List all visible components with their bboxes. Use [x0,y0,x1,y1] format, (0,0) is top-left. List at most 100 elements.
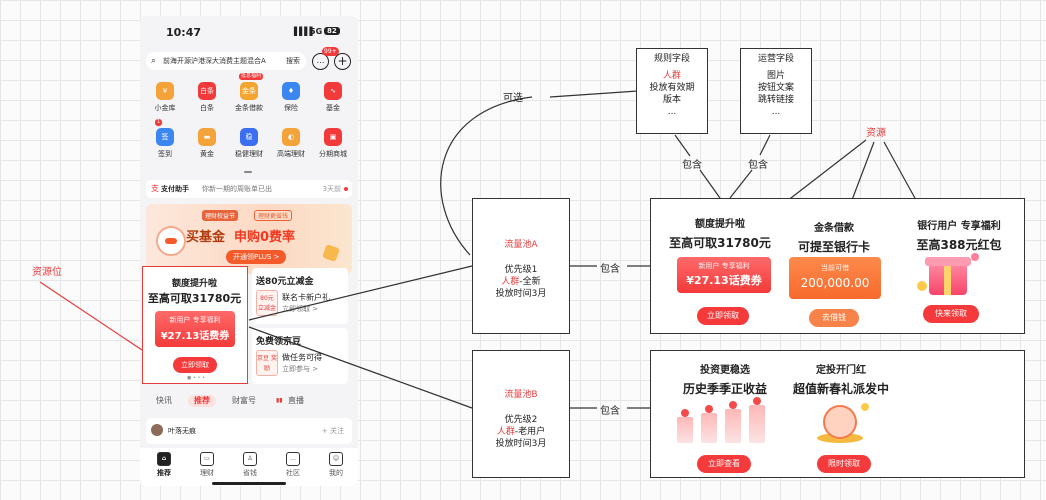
grid-item[interactable]: ∿基金 [312,78,354,122]
rule-fields-box: 规则字段 人群 投放有效期 版本 ... [636,48,708,134]
grid-item-label: 黄金 [200,150,214,158]
rule-field-more: ... [667,107,677,117]
slot-subheadline: 至高可取31780元 [147,292,242,305]
side-card-line1: 做任务可得 [282,353,322,362]
tab-3[interactable]: ♙省钱 [230,452,270,478]
gold-bar-icon: ▬ [198,128,216,146]
status-time: 10:47 [166,26,202,39]
grid-item-badge: 1 [155,119,163,126]
plus-icon: + [337,54,348,68]
home-icon: ⌂ [157,452,171,466]
gift-claim-button[interactable]: 快来领取 [923,305,979,323]
ops-contains-upper [759,134,771,156]
add-button[interactable]: + [334,53,351,70]
tab-4[interactable]: …社区 [273,452,313,478]
side-card-cashback[interactable]: 送80元立减金 80元 立减金 联名卡新户礼 立即领取 > [252,268,348,324]
pool-b-crowd-value: -老用户 [514,427,546,437]
slot-claim-button[interactable]: 立即领取 [173,357,217,373]
borrow-button[interactable]: 去借钱 [809,309,859,327]
fund-chart-icon: ∿ [324,82,342,100]
rule-field-version: 版本 [662,95,681,105]
grid-item-label: 分期商城 [319,150,347,158]
resource-card-credit: 额度提升啦 至高可取31780元 [665,215,775,251]
pool-a-crowd: 人群 [501,277,520,287]
side-card-thumb: 京豆 奖励 [256,350,278,376]
search-bar[interactable]: ⌕ 前海开源沪港深大消费主题混合A 搜索 [146,52,306,70]
live-icon: ▮▮ [276,397,283,404]
chat-icon: … [286,452,300,466]
tab-label: 推荐 [157,469,171,477]
carousel-dots: ● • • • [187,375,205,381]
tab-5[interactable]: ☺我的 [316,452,356,478]
coupon-tag: 新用户 专享福利 [698,262,750,270]
message-button[interactable]: … 99+ [312,47,339,70]
pool-b-priority: 优先级2 [504,415,538,425]
avatar [151,424,163,436]
network-type: 5G [310,27,323,36]
loan-tag: 当前可借 [821,264,849,272]
rule-contains-label: 包含 [682,160,702,171]
grid-item[interactable]: ¥小金库 [144,78,186,122]
grid-item[interactable]: ▣ 分期商城 [312,124,354,168]
card-headline: 定投开门红 [816,365,866,376]
installment-mall-icon: ▣ [324,128,342,146]
pool-a-resources: 额度提升啦 至高可取31780元 新用户 专享福利 ¥27.13话费券 立即领取… [650,198,1025,334]
grid-item[interactable]: 稳稳健理财 [228,124,270,168]
tab-label: 省钱 [243,469,257,477]
side-card-jd-beans[interactable]: 免费领京豆 京豆 奖励 做任务可得 立即参与 > [252,328,348,384]
tab-wealth[interactable]: 财富号 [232,396,256,405]
banner-title-red: 申购0费率 [234,230,296,245]
banner-tag-equity: 理财权益节 [202,210,239,221]
returns-bars-illustration [677,397,777,443]
steady-finance-icon: 稳 [240,128,258,146]
grid-item[interactable]: ♦保险 [270,78,312,122]
card-headline: 投资更稳选 [700,365,750,376]
pool-b-crowd: 人群 [496,427,515,437]
pool-a-title: 流量池A [504,240,538,250]
resource-card-bank-gift: 银行用户 专享福利 至高388元红包 [899,217,1019,253]
card-subheadline: 至高可取31780元 [669,236,771,250]
baitiao-icon: 白条 [198,82,216,100]
resource-slot-card[interactable]: 额度提升啦 至高可取31780元 新用户 专享福利 ¥27.13话费券 立即领取… [142,266,248,384]
pool-a-priority: 优先级1 [504,265,538,275]
dragon-mascot-illustration [813,399,873,445]
limited-claim-button[interactable]: 限时领取 [817,455,871,473]
tab-recommend[interactable]: 推荐 [188,395,216,407]
payment-assistant-notice[interactable]: 支 支付助手 你新一期的周账单已出 3天前 [146,180,352,198]
feed-post[interactable]: 叶落无痕 + 关注 [146,418,352,444]
side-card-thumb: 80元 立减金 [256,290,278,316]
grid-item-label: 保险 [284,104,298,112]
view-button[interactable]: 立即查看 [697,455,751,473]
rule-field-validity: 投放有效期 [649,83,695,93]
follow-button[interactable]: + 关注 [321,427,344,435]
grid-item[interactable]: 白条白条 [186,78,228,122]
side-card-link[interactable]: 立即参与 > [282,365,319,373]
assistant-time: 3天前 [322,185,341,193]
fund-promo-banner[interactable]: 理财权益节 理财更省钱 买基金 申购0费率 开通领PLUS > [146,204,352,274]
grid-item[interactable]: ▬ 黄金 [186,124,228,168]
card-coupon: 新用户 专享福利 ¥27.13话费券 [677,257,771,293]
tab-1[interactable]: ⌂ 推荐 [144,452,184,478]
tab-news[interactable]: 快讯 [156,396,172,405]
resource-line-3 [883,141,917,201]
coupon-tag: 新用户 专享福利 [169,316,221,324]
search-button[interactable]: 搜索 [286,57,300,65]
signal-icon: ▌▌▌▌ [294,27,316,36]
banner-cta-button[interactable]: 开通领PLUS > [226,250,287,264]
grid-item[interactable]: 金条抵息福利金条借款 [228,73,270,122]
assistant-icon: 支 [151,184,159,193]
card-subheadline: 超值新春礼派发中 [792,382,889,396]
assistant-text: 你新一期的周账单已出 [202,185,272,193]
side-card-link[interactable]: 立即领取 > [282,305,319,313]
pool-b-resources: 投资更稳选 历史季季正收益 立即查看 定投开门红 超值新春礼派发中 限时领取 [650,350,1025,478]
slot-headline: 额度提升啦 [171,279,217,289]
resource-card-auto-invest: 定投开门红 超值新春礼派发中 [787,361,895,397]
claim-button[interactable]: 立即领取 [697,307,749,325]
grid-item[interactable]: ◐高端理财 [270,124,312,168]
tab-live[interactable]: 直播 [288,396,304,405]
search-input[interactable]: 前海开源沪港深大消费主题混合A [163,57,266,65]
rule-contains-upper [674,134,691,157]
tab-2[interactable]: ▭理财 [187,452,227,478]
